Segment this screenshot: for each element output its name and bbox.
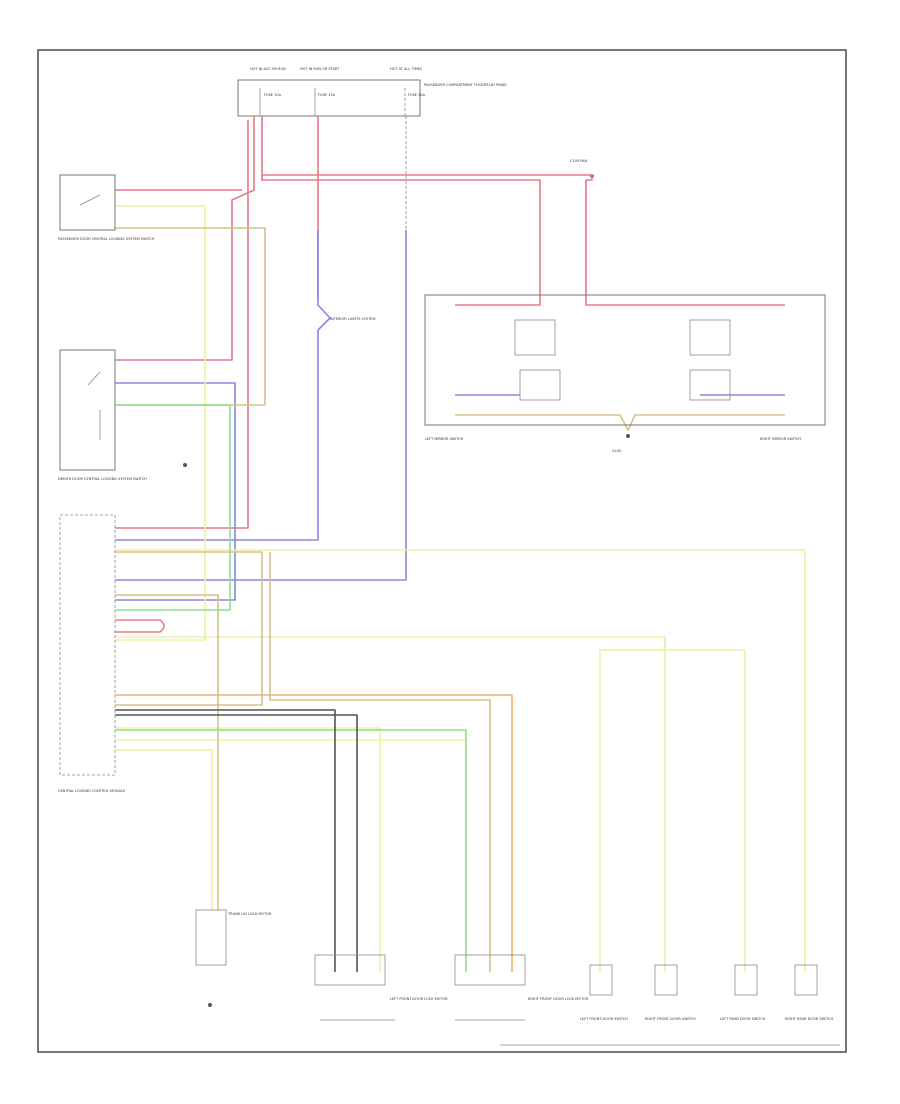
left-front-lock-motor: LEFT FRONT DOOR LOCK MOTOR <box>314 954 448 1021</box>
tan-wire-module2 <box>269 552 491 972</box>
tan-wire-pass <box>115 227 266 405</box>
passenger-door-switch: PASSENGER DOOR CENTRAL LOCKING SYSTEM SW… <box>58 174 155 241</box>
yellow-wire-motor-l <box>115 727 381 972</box>
left-mirror-switch-label: LEFT MIRROR SWITCH <box>425 437 464 441</box>
driver-door-switch-label: DRIVER DOOR CENTRAL LOCKING SYSTEM SWITC… <box>58 477 147 481</box>
yellow-wire-lf2 <box>665 649 746 972</box>
green-wire-motor <box>115 729 467 972</box>
yellow-wire-long <box>115 549 806 972</box>
yellow-wire-trunk <box>115 749 213 910</box>
fuse-2-label: FUSE 15A <box>318 93 336 97</box>
tan-wire-trunk <box>115 594 219 910</box>
black-wire-motor2 <box>115 714 358 972</box>
tan-wire-module <box>115 551 263 706</box>
red-wire-loop <box>115 619 165 633</box>
fuse-relay-panel: HOT IN ACC OR RUN HOT IN RUN OR START HO… <box>237 67 507 117</box>
lf-door-switch-label: LEFT FRONT DOOR SWITCH <box>580 1017 628 1021</box>
rf-door-switch-label: RIGHT FRONT DOOR SWITCH <box>645 1017 696 1021</box>
black-wire-motor <box>115 709 336 972</box>
blue-wire-right <box>115 230 407 581</box>
driver-door-switch: DRIVER DOOR CENTRAL LOCKING SYSTEM SWITC… <box>58 349 187 481</box>
mirror-switch-assembly: LEFT MIRROR SWITCH RIGHT MIRROR SWITCH G… <box>424 294 826 453</box>
fuse-3-label: FUSE 20A <box>408 93 426 97</box>
red-wire-pass-switch <box>115 116 255 361</box>
orange-wire <box>115 694 513 972</box>
fuse-col-2-label: HOT IN RUN OR START <box>300 67 340 71</box>
tan-wire-mirror <box>455 414 785 431</box>
central-locking-module-label: CENTRAL LOCKING CONTROL MODULE <box>58 789 125 793</box>
trunk-lid-lock: TRUNK LID LOCK MOTOR <box>195 909 272 1007</box>
ground-label: G100 <box>612 449 621 453</box>
fuse-col-1-label: HOT IN ACC OR RUN <box>250 67 286 71</box>
yellow-wire-pass <box>115 205 206 641</box>
right-front-lock-motor-label: RIGHT FRONT DOOR LOCK MOTOR <box>528 997 589 1001</box>
passenger-door-switch-label: PASSENGER DOOR CENTRAL LOCKING SYSTEM SW… <box>58 237 155 241</box>
interior-lights-label: INTERIOR LIGHTS SYSTEM <box>330 317 376 321</box>
right-mirror-switch-label: RIGHT MIRROR SWITCH <box>760 437 801 441</box>
fuse-1-label: FUSE 10A <box>264 93 282 97</box>
fuse-col-3-label: HOT AT ALL TIMES <box>390 67 423 71</box>
diagram-frame <box>37 49 847 1053</box>
fuse-panel-title: PASSENGER COMPARTMENT FUSE/RELAY PANEL <box>424 83 507 87</box>
wires <box>115 116 806 972</box>
central-locking-module: CENTRAL LOCKING CONTROL MODULE <box>58 514 125 793</box>
yellow-wire-motor-r <box>115 739 467 972</box>
yellow-wire-doors <box>115 636 666 972</box>
rr-door-switch-label: RIGHT REAR DOOR SWITCH <box>785 1017 833 1021</box>
lr-door-switch-label: LEFT REAR DOOR SWITCH <box>720 1017 766 1021</box>
right-front-lock-motor: RIGHT FRONT DOOR LOCK MOTOR <box>454 954 589 1021</box>
junction-label: C100 PAN <box>570 159 588 163</box>
left-front-lock-motor-label: LEFT FRONT DOOR LOCK MOTOR <box>390 997 448 1001</box>
trunk-lid-lock-label: TRUNK LID LOCK MOTOR <box>227 912 272 916</box>
blue-wire-driver <box>115 382 236 601</box>
door-switches: LEFT FRONT DOOR SWITCH RIGHT FRONT DOOR … <box>580 964 833 1021</box>
red-wire-module-1 <box>115 120 249 529</box>
blue-wire-fuse2 <box>115 230 331 541</box>
red-wire-junction <box>262 174 785 306</box>
red-wire-main <box>261 116 541 306</box>
green-wire <box>115 404 231 611</box>
